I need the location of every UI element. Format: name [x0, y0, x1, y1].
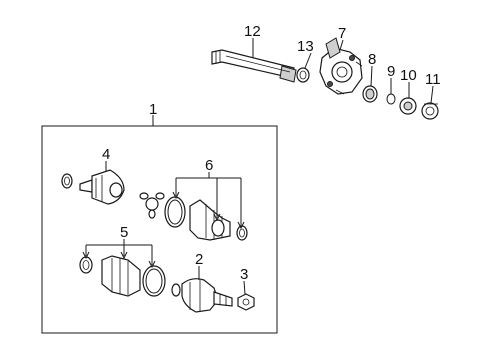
snap-ring-9: [386, 93, 396, 105]
callout-11: 11: [425, 71, 441, 88]
callout-13: 13: [297, 38, 314, 55]
dust-seal-10: [399, 97, 417, 115]
callout-5: 5: [120, 224, 128, 241]
assembly-box: [41, 125, 278, 334]
callout-8: 8: [368, 51, 376, 68]
ring-small: [171, 283, 181, 297]
ring-left: [61, 173, 73, 189]
inboard-joint-4: [79, 169, 125, 205]
leader-3: [243, 280, 246, 295]
leader-5: [85, 239, 153, 265]
callout-3: 3: [240, 266, 248, 283]
callout-12: 12: [244, 23, 261, 40]
callout-9: 9: [387, 63, 395, 80]
intermediate-shaft: [211, 49, 297, 83]
outboard-joint-2: [181, 278, 233, 313]
leader-5-arrows: [82, 251, 156, 269]
callout-2: 2: [195, 251, 203, 268]
leader-11: [430, 85, 434, 104]
leader-6-arrows: [172, 191, 245, 230]
boot-clamp-6a: [164, 196, 186, 228]
callout-7: 7: [338, 25, 346, 42]
callout-1: 1: [149, 101, 157, 118]
callout-6: 6: [205, 157, 213, 174]
boot-clamp-5b: [142, 265, 166, 297]
leader-7: [339, 39, 344, 51]
bearing-support-bracket: [319, 37, 363, 95]
hub-nut-3: [237, 293, 255, 311]
inboard-boot: [189, 199, 231, 241]
leader-13: [304, 52, 312, 69]
boot-clamp-6b: [211, 219, 225, 237]
callout-4: 4: [102, 146, 110, 163]
shaft-seal-13: [296, 67, 310, 83]
support-bearing-8: [362, 85, 378, 103]
leader-6: [175, 172, 242, 226]
tripod-joint: [139, 192, 165, 219]
callout-10: 10: [400, 67, 417, 84]
boot-clamp-5a: [79, 256, 93, 274]
outboard-boot: [101, 255, 141, 297]
leader-8: [370, 65, 373, 87]
seal-11: [421, 102, 439, 120]
boot-clamp-6c: [236, 225, 248, 241]
